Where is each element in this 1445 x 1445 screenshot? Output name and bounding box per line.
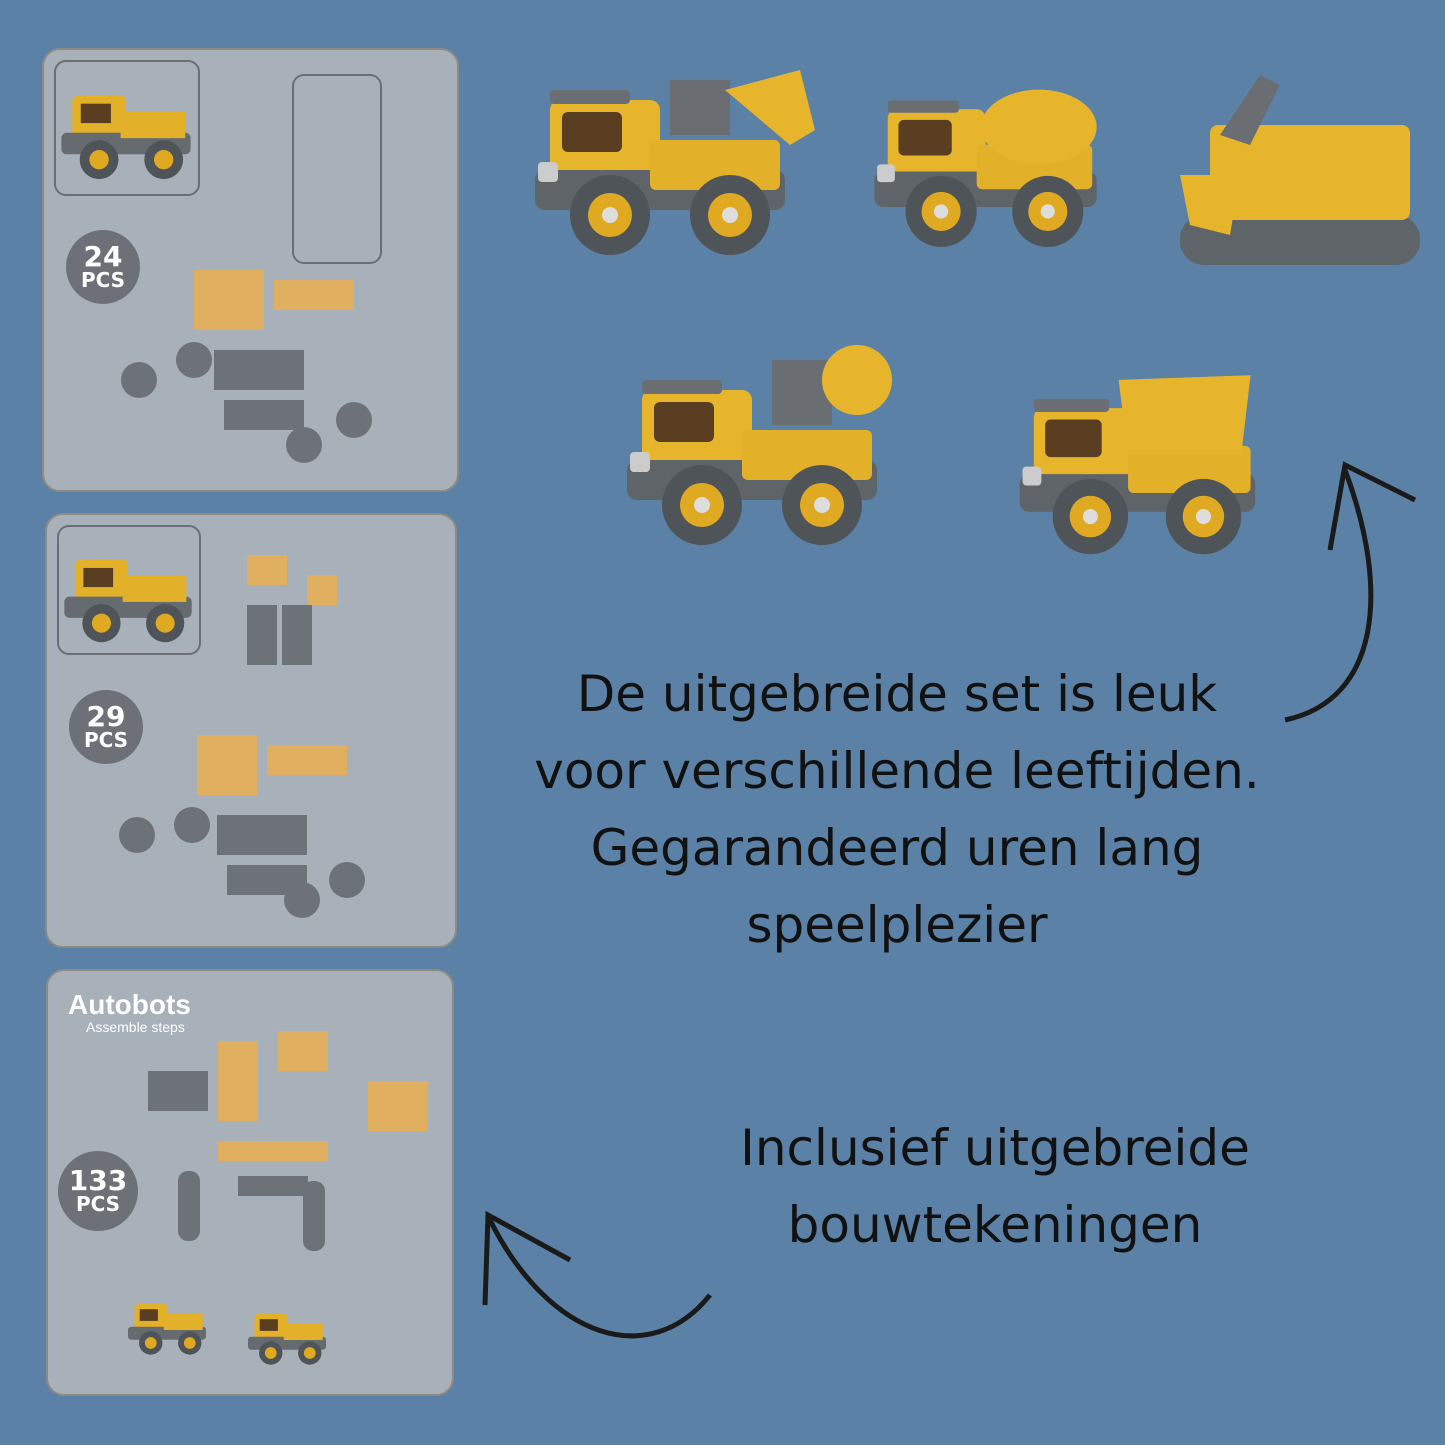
piece-count: 133 bbox=[68, 1164, 128, 1198]
instruction-card-29: 29 PCS bbox=[45, 513, 457, 948]
piece-count: 29 bbox=[86, 700, 126, 734]
curved-arrow-up-icon bbox=[1284, 461, 1417, 723]
piece-unit: PCS bbox=[80, 267, 126, 292]
instruction-card-133: Autobots Assemble steps 133 PCS bbox=[46, 969, 454, 1396]
crane-truck-image bbox=[535, 70, 815, 255]
piece-count-badge: 24 PCS bbox=[66, 230, 140, 304]
piece-unit: PCS bbox=[75, 1191, 121, 1216]
curved-arrow-left-icon bbox=[482, 1210, 712, 1339]
cement-mixer-image bbox=[874, 89, 1097, 247]
card-title: Autobots bbox=[68, 989, 191, 1020]
truck-thumbnail bbox=[54, 60, 200, 196]
truck-thumbnail bbox=[57, 525, 201, 655]
excavator-image bbox=[1180, 75, 1420, 265]
exploded-diagram-icon bbox=[128, 1031, 428, 1365]
caption-line: Inclusief uitgebreide bbox=[740, 1119, 1250, 1177]
secondary-caption: Inclusief uitgebreide bouwtekeningen bbox=[700, 1110, 1290, 1264]
claw-truck-image bbox=[627, 345, 892, 545]
piece-unit: PCS bbox=[83, 727, 129, 752]
caption-line: Gegarandeerd uren lang bbox=[590, 819, 1204, 877]
card-subtitle: Assemble steps bbox=[86, 1019, 185, 1035]
parts-thumbnail bbox=[292, 74, 382, 264]
instruction-card-24: 24 PCS bbox=[42, 48, 459, 492]
caption-line: De uitgebreide set is leuk bbox=[576, 665, 1218, 723]
main-caption: De uitgebreide set is leuk voor verschil… bbox=[480, 656, 1314, 964]
piece-count-badge: 133 PCS bbox=[58, 1151, 138, 1231]
dump-truck-image bbox=[1019, 375, 1256, 555]
piece-count-badge: 29 PCS bbox=[69, 690, 143, 764]
exploded-diagram-icon bbox=[119, 555, 365, 918]
caption-line: bouwtekeningen bbox=[787, 1196, 1203, 1254]
dump-truck-icon bbox=[61, 95, 191, 180]
caption-line: speelplezier bbox=[746, 896, 1048, 954]
exploded-diagram-icon bbox=[121, 270, 372, 463]
caption-line: voor verschillende leeftijden. bbox=[534, 742, 1260, 800]
piece-count: 24 bbox=[83, 240, 123, 274]
